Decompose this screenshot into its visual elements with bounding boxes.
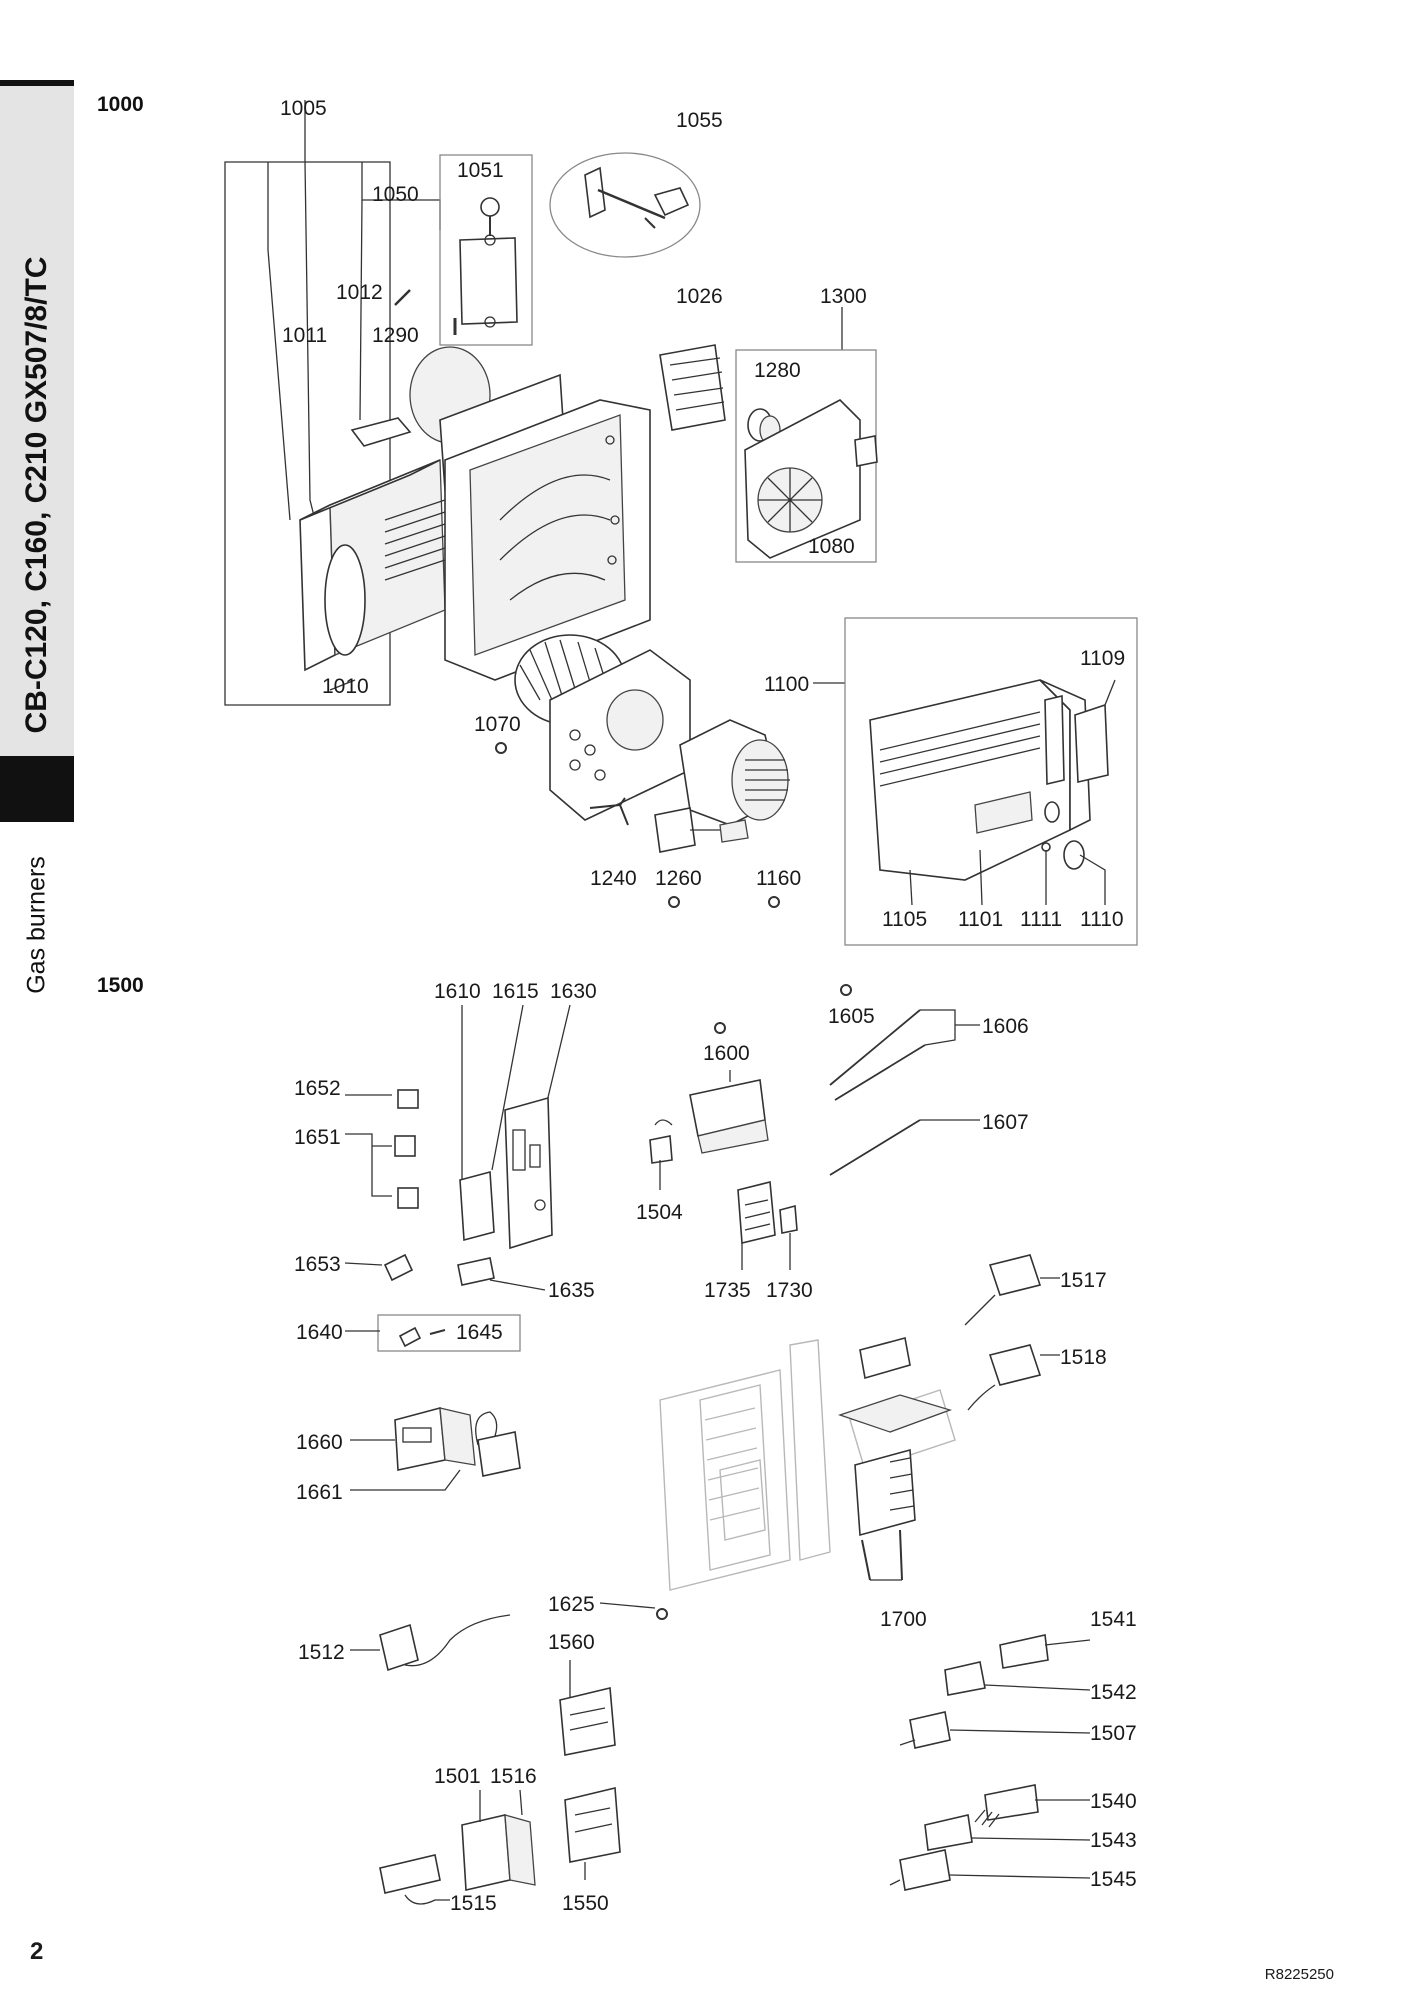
callout-1501: 1501 xyxy=(434,1765,481,1788)
group-label-1000: 1000 xyxy=(97,93,144,116)
callout-1051: 1051 xyxy=(457,159,504,182)
callout-1290: 1290 xyxy=(372,324,419,347)
callout-1610: 1610 xyxy=(434,980,481,1003)
callout-1652: 1652 xyxy=(294,1077,341,1100)
callout-1101: 1101 xyxy=(958,908,1003,931)
group-label-1500: 1500 xyxy=(97,974,144,997)
callout-1507: 1507 xyxy=(1090,1722,1137,1745)
callout-1240: 1240 xyxy=(590,867,637,890)
callout-1100: 1100 xyxy=(764,673,809,696)
callout-1543: 1543 xyxy=(1090,1829,1137,1852)
callout-1512: 1512 xyxy=(298,1641,345,1664)
callout-1109: 1109 xyxy=(1080,647,1125,670)
callout-1542: 1542 xyxy=(1090,1681,1137,1704)
inspection-plate-assembly xyxy=(735,307,878,563)
callout-1645: 1645 xyxy=(456,1321,503,1344)
callout-1540: 1540 xyxy=(1090,1790,1137,1813)
electrical-components xyxy=(344,984,1091,1905)
callout-1550: 1550 xyxy=(562,1892,609,1915)
callout-1260: 1260 xyxy=(655,867,702,890)
callout-1110: 1110 xyxy=(1080,908,1124,931)
callout-1630: 1630 xyxy=(550,980,597,1003)
burner-cover-assembly xyxy=(813,617,1138,946)
callout-1615: 1615 xyxy=(492,980,539,1003)
callout-1600: 1600 xyxy=(703,1042,750,1065)
callout-1010: 1010 xyxy=(322,675,369,698)
callout-1300: 1300 xyxy=(820,285,867,308)
callout-1660: 1660 xyxy=(296,1431,343,1454)
callout-1105: 1105 xyxy=(882,908,927,931)
side-tab xyxy=(0,80,74,762)
callout-1517: 1517 xyxy=(1060,1269,1107,1292)
callout-1504: 1504 xyxy=(636,1201,683,1224)
callout-1111: 1111 xyxy=(1020,908,1062,931)
callout-1080: 1080 xyxy=(808,535,855,558)
page-number: 2 xyxy=(30,1938,44,1965)
callout-1545: 1545 xyxy=(1090,1868,1137,1891)
callout-1700: 1700 xyxy=(880,1608,927,1631)
callout-1625: 1625 xyxy=(548,1593,595,1616)
callout-1005: 1005 xyxy=(280,97,327,120)
side-tab-marker xyxy=(0,756,74,822)
callout-1605: 1605 xyxy=(828,1005,875,1028)
air-damper-assembly xyxy=(439,154,533,346)
callout-1518: 1518 xyxy=(1060,1346,1107,1369)
damper-linkage xyxy=(549,152,701,258)
document-code: R8225250 xyxy=(1264,1966,1334,1983)
callout-1011: 1011 xyxy=(282,324,327,347)
callout-1635: 1635 xyxy=(548,1279,595,1302)
callout-1160: 1160 xyxy=(756,867,801,890)
callout-1651: 1651 xyxy=(294,1126,341,1149)
callout-1516: 1516 xyxy=(490,1765,537,1788)
callout-1606: 1606 xyxy=(982,1015,1029,1038)
callout-1607: 1607 xyxy=(982,1111,1029,1134)
callout-1026: 1026 xyxy=(676,285,723,308)
callout-1661: 1661 xyxy=(296,1481,343,1504)
callout-1653: 1653 xyxy=(294,1253,341,1276)
callout-1730: 1730 xyxy=(766,1279,813,1302)
callout-1515: 1515 xyxy=(450,1892,497,1915)
callout-1050: 1050 xyxy=(372,183,419,206)
callout-1012: 1012 xyxy=(336,281,383,304)
callout-1280: 1280 xyxy=(754,359,801,382)
callout-1640: 1640 xyxy=(296,1321,343,1344)
callout-1055: 1055 xyxy=(676,109,723,132)
callout-1070: 1070 xyxy=(474,713,521,736)
callout-1541: 1541 xyxy=(1090,1608,1137,1631)
callout-1560: 1560 xyxy=(548,1631,595,1654)
callout-labels: 1005 1055 1051 1050 1012 1011 1290 1026 … xyxy=(280,97,1137,1915)
callout-1735: 1735 xyxy=(704,1279,751,1302)
burner-housing-assembly xyxy=(224,100,790,908)
